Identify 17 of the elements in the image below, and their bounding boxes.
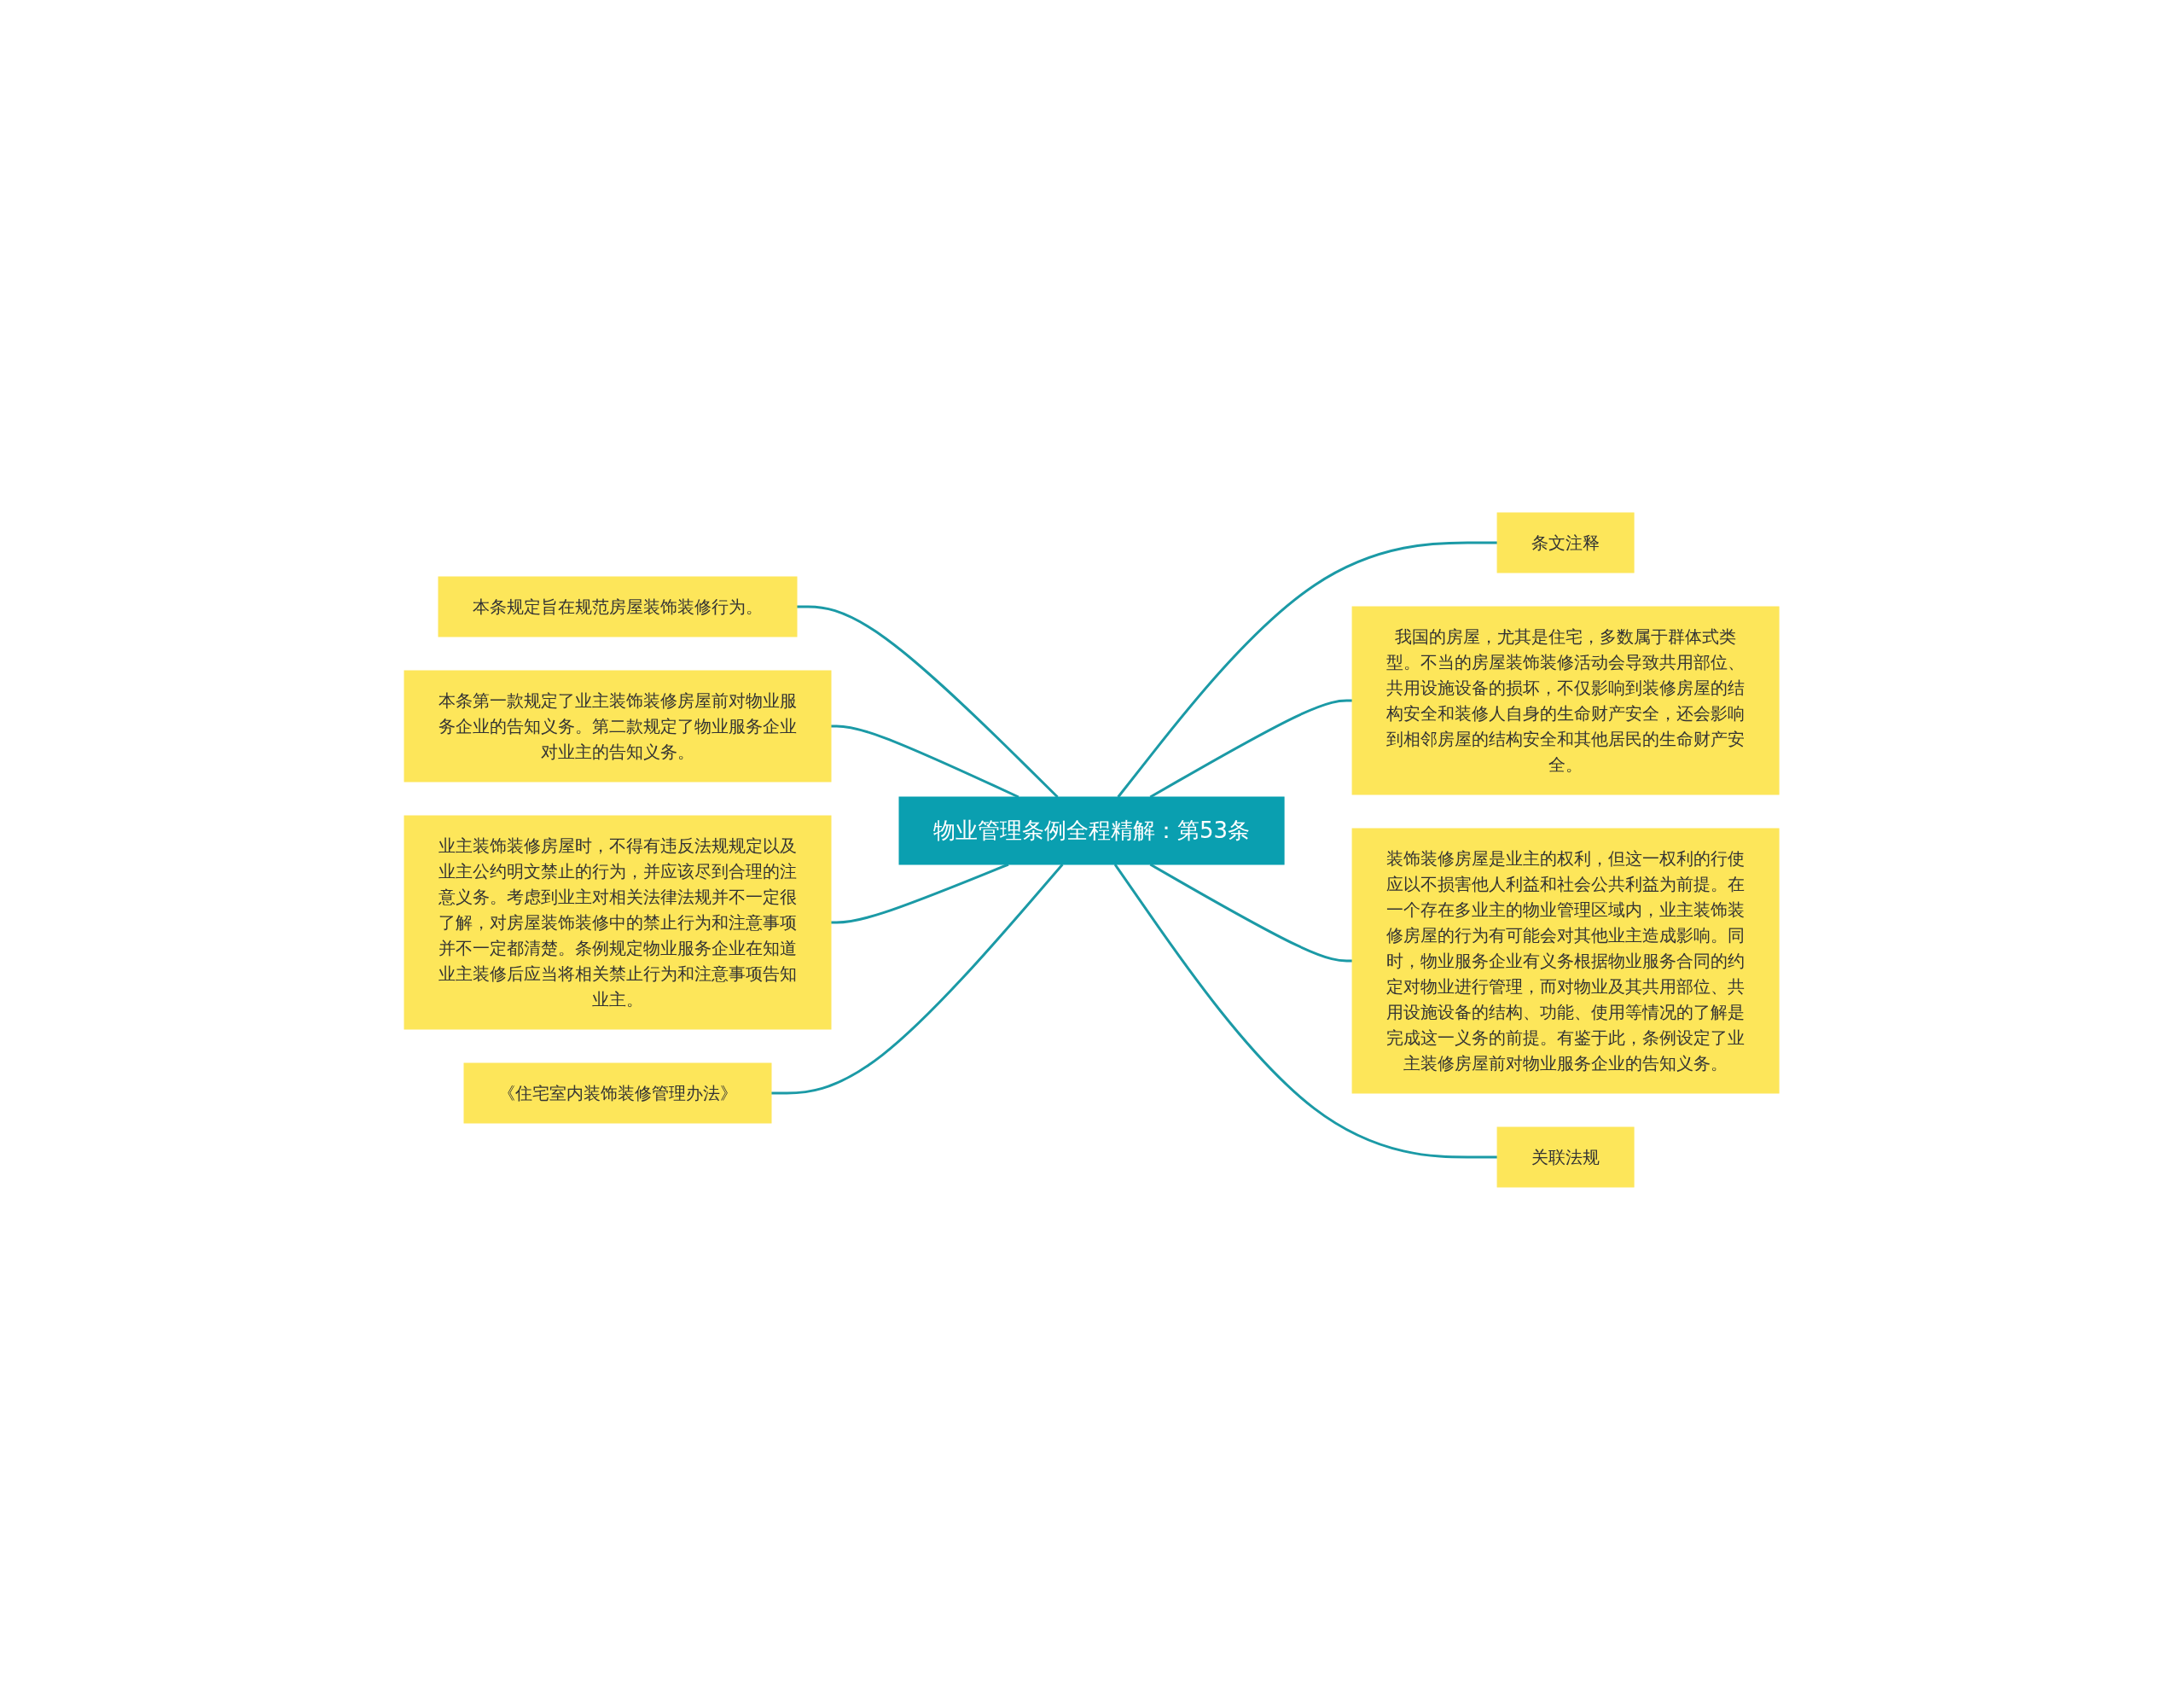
connector <box>1114 863 1498 1158</box>
connector <box>831 863 1009 923</box>
node-box: 本条规定旨在规范房屋装饰装修行为。 <box>438 576 798 637</box>
connector <box>771 863 1065 1094</box>
node-box: 本条第一款规定了业主装饰装修房屋前对物业服务企业的告知义务。第二款规定了物业服务企业对业主的告知义务。 <box>404 670 832 782</box>
node-box: 我国的房屋，尤其是住宅，多数属于群体式类型。不当的房屋装饰装修活动会导致共用部位、共用设施设备的损坏，不仅影响到装修房屋的结构安全和装修人自身的生命财产安全，还会影响到相邻房屋的结构安全和其他居民的生命财产安全。 <box>1352 606 1780 794</box>
node-box: 装饰装修房屋是业主的权利，但这一权利的行使应以不损害他人利益和社会公共利益为前提。在一个存在多业主的物业管理区域内，业主装饰装修房屋的行为有可能会对其他业主造成影响。同时，物业服务企业有义务根据物业服务合同的约定对物业进行管理，而对物业及其共用部位、共用设施设备的结构、功能、使用等情况的了解是完成这一义务的前提。有鉴于此，条例设定了业主装修房屋前对物业服务企业的告知义务。 <box>1352 828 1780 1093</box>
connector <box>1150 699 1353 798</box>
node-box: 条文注释 <box>1497 512 1635 573</box>
connector <box>1150 863 1353 962</box>
node-box: 业主装饰装修房屋时，不得有违反法规规定以及业主公约明文禁止的行为，并应该尽到合理的注意义务。考虑到业主对相关法律法规并不一定很了解，对房屋装饰装修中的禁止行为和注意事项并不一定都清楚。条例规定物业服务企业在知道业主装修后应当将相关禁止行为和注意事项告知业主。 <box>404 815 832 1029</box>
node-box: 《住宅室内装饰装修管理办法》 <box>463 1062 772 1123</box>
connector <box>797 605 1060 798</box>
connector <box>831 724 1019 798</box>
node-box: 关联法规 <box>1497 1126 1635 1187</box>
connector <box>1117 541 1498 798</box>
node-box: 物业管理条例全程精解：第53条 <box>898 796 1286 864</box>
